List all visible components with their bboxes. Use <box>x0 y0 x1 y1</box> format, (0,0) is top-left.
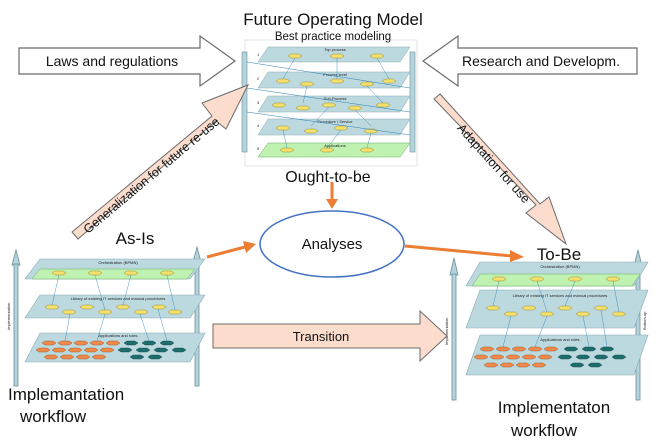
applications-plane <box>24 332 206 363</box>
fom-layer-number: 5 <box>257 146 260 151</box>
fom-right-pillar <box>409 51 416 153</box>
adaptation-arrow-label: Adaptation for use <box>454 121 532 206</box>
tobe-orchestration-band <box>471 273 641 287</box>
analyses-label: Analyses <box>302 236 363 253</box>
fom-stack: 1 2 3 4 5 Top process Process level Sub-… <box>241 39 418 167</box>
generalization-arrow-label: Generalization for future re-use <box>81 114 223 236</box>
fom-layer-number: 3 <box>257 100 260 105</box>
tobe-connectors <box>492 280 620 348</box>
tobe-library-label: Library of existing IT services and manu… <box>513 293 608 298</box>
ought-to-analyses-arrowhead <box>326 199 338 209</box>
tobe-orchestration-label: Orchestration (BPMN) <box>540 264 580 269</box>
as-is-stack: Orchestration (BPMN) Library of existing… <box>6 245 206 387</box>
tobe-left-side-label: Implementation <box>444 318 449 345</box>
research-arrow <box>421 34 638 88</box>
fom-crossing-lines <box>246 61 411 136</box>
ought-to-be-label: Ought-to-be <box>285 169 370 186</box>
impl-left-line1: Implemantation <box>8 385 124 404</box>
orchestration-band <box>31 268 196 280</box>
transition-arrow-label: Transition <box>293 329 350 344</box>
fom-layer-title: Sub-Process <box>324 96 347 101</box>
fom-layer-number: 2 <box>257 76 260 81</box>
laws-arrow-label: Laws and regulations <box>46 53 178 69</box>
to-be-stack: Orchestration (BPMN) Library of existing… <box>444 249 649 401</box>
impl-left-line2: workflow <box>19 407 87 426</box>
analyses-to-tobe-arrowhead <box>510 250 524 262</box>
left-pillar-arrowhead <box>11 248 21 266</box>
generalization-arrow <box>71 84 250 240</box>
asis-to-analyses-arrowhead <box>243 241 256 253</box>
left-side-label: Implementation <box>6 303 11 330</box>
fom-layer-number: 1 <box>257 52 260 57</box>
tobe-right-side-label: Bottom-up <box>642 311 647 330</box>
orange-arrows <box>206 182 524 262</box>
adaptation-arrow <box>433 93 568 246</box>
fom-left-pillar <box>241 51 248 153</box>
orchestration-label: Orchestration (BPMN) <box>98 260 138 265</box>
fom-layer-title: Applications <box>324 143 346 148</box>
applications-label: Applications and roles <box>98 333 137 338</box>
laws-arrow <box>18 34 237 88</box>
fom-layer-title: Process level <box>323 72 347 77</box>
research-arrow-label: Research and Developm. <box>462 53 620 69</box>
tobe-left-pillar <box>451 273 457 401</box>
page-subtitle: Best practice modeling <box>275 31 391 43</box>
fom-layer-title: Top process <box>324 47 346 52</box>
impl-right-line1: Implementaton <box>498 398 610 417</box>
fom-layer-number: 4 <box>257 123 260 128</box>
transition-arrow <box>212 309 448 363</box>
to-be-label: To-Be <box>537 245 581 264</box>
impl-right-line2: workflow <box>510 421 578 440</box>
left-pillar <box>13 263 19 387</box>
fom-layer-title: Procedure / Service <box>317 119 353 124</box>
as-is-label: As-Is <box>116 229 155 248</box>
tobe-applications-label: Applications and roles <box>540 337 579 342</box>
library-label: Library of existing IT services and manu… <box>71 296 166 301</box>
asis-to-analyses-arrow <box>206 245 246 259</box>
tobe-right-pillar <box>635 264 641 401</box>
left-connectors <box>51 274 176 342</box>
page-title: Future Operating Model <box>243 10 423 29</box>
analyses-to-tobe-arrow <box>404 244 513 258</box>
tobe-left-pillar-arrowhead <box>449 257 459 276</box>
right-pillar <box>194 260 200 387</box>
analyses-ellipse <box>259 210 405 278</box>
